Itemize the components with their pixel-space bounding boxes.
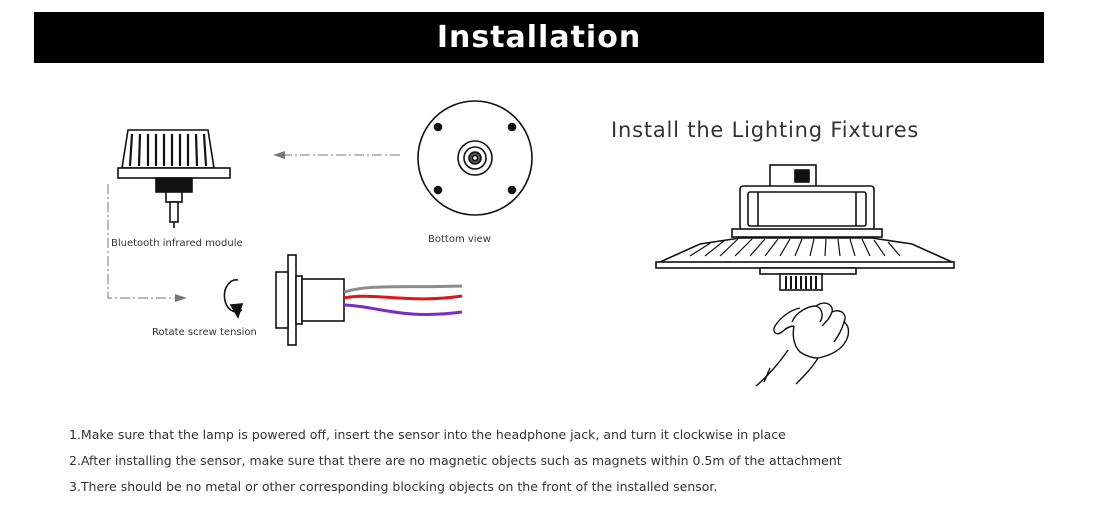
fixture-title: Install the Lighting Fixtures [611, 118, 920, 142]
sensor-module-drawing [117, 129, 231, 228]
sensor-fins [128, 133, 208, 167]
note-item: 1.Make sure that the lamp is powered off… [69, 427, 786, 442]
installation-header: Installation [34, 12, 1044, 63]
lighting-fixture-drawing [655, 164, 955, 291]
installation-notes: 1.Make sure that the lamp is powered off… [69, 426, 842, 504]
arrow-to-connector [107, 184, 187, 302]
wires [343, 284, 463, 316]
module-label: Bluetooth infrared module [111, 238, 243, 249]
connector-drawing [275, 254, 345, 346]
bottom-view-label: Bottom view [428, 234, 491, 245]
note-item: 2.After installing the sensor, make sure… [69, 453, 842, 468]
rotate-label: Rotate screw tension [152, 327, 257, 338]
arrow-to-module [273, 151, 400, 159]
bottom-view-drawing [417, 100, 533, 216]
page-title: Installation [436, 20, 642, 55]
hand-drawing [755, 302, 850, 387]
note-item: 3.There should be no metal or other corr… [69, 479, 718, 494]
fixture-fins [689, 238, 901, 257]
rotate-arrow-icon [223, 279, 244, 319]
